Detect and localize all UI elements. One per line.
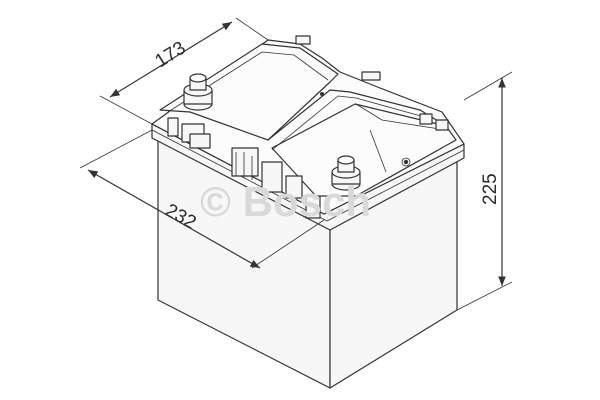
dimension-height: 225 [456, 71, 513, 311]
dimension-width-label: 173 [152, 38, 190, 73]
battery-front-details [167, 35, 449, 219]
terminal-right [331, 155, 361, 191]
watermark-text: © Bosch [200, 178, 371, 225]
dimension-height-label: 225 [480, 173, 501, 205]
